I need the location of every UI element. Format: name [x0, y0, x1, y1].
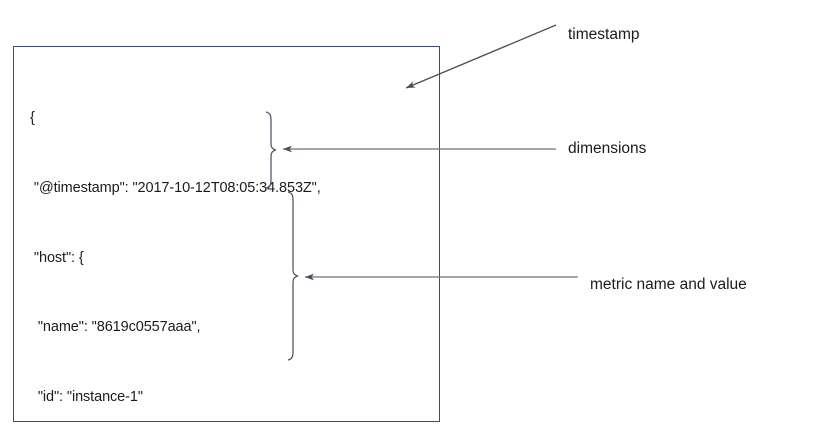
json-line-timestamp: "@timestamp": "2017-10-12T08:05:34.853Z"…: [30, 180, 321, 196]
json-line-host-open: "host": {: [30, 249, 84, 266]
json-line-host-name: "name": "8619c0557aaa",: [30, 319, 201, 336]
json-code-block: { "@timestamp": "2017-10-12T08:05:34.853…: [30, 61, 321, 437]
annotation-label-dimensions: dimensions: [568, 140, 647, 157]
json-document-panel: { "@timestamp": "2017-10-12T08:05:34.853…: [13, 46, 440, 422]
annotation-label-timestamp: timestamp: [568, 26, 640, 43]
json-line-host-id: "id": "instance-1": [30, 388, 143, 405]
annotation-label-metric: metric name and value: [590, 276, 747, 293]
json-line: {: [30, 110, 35, 127]
